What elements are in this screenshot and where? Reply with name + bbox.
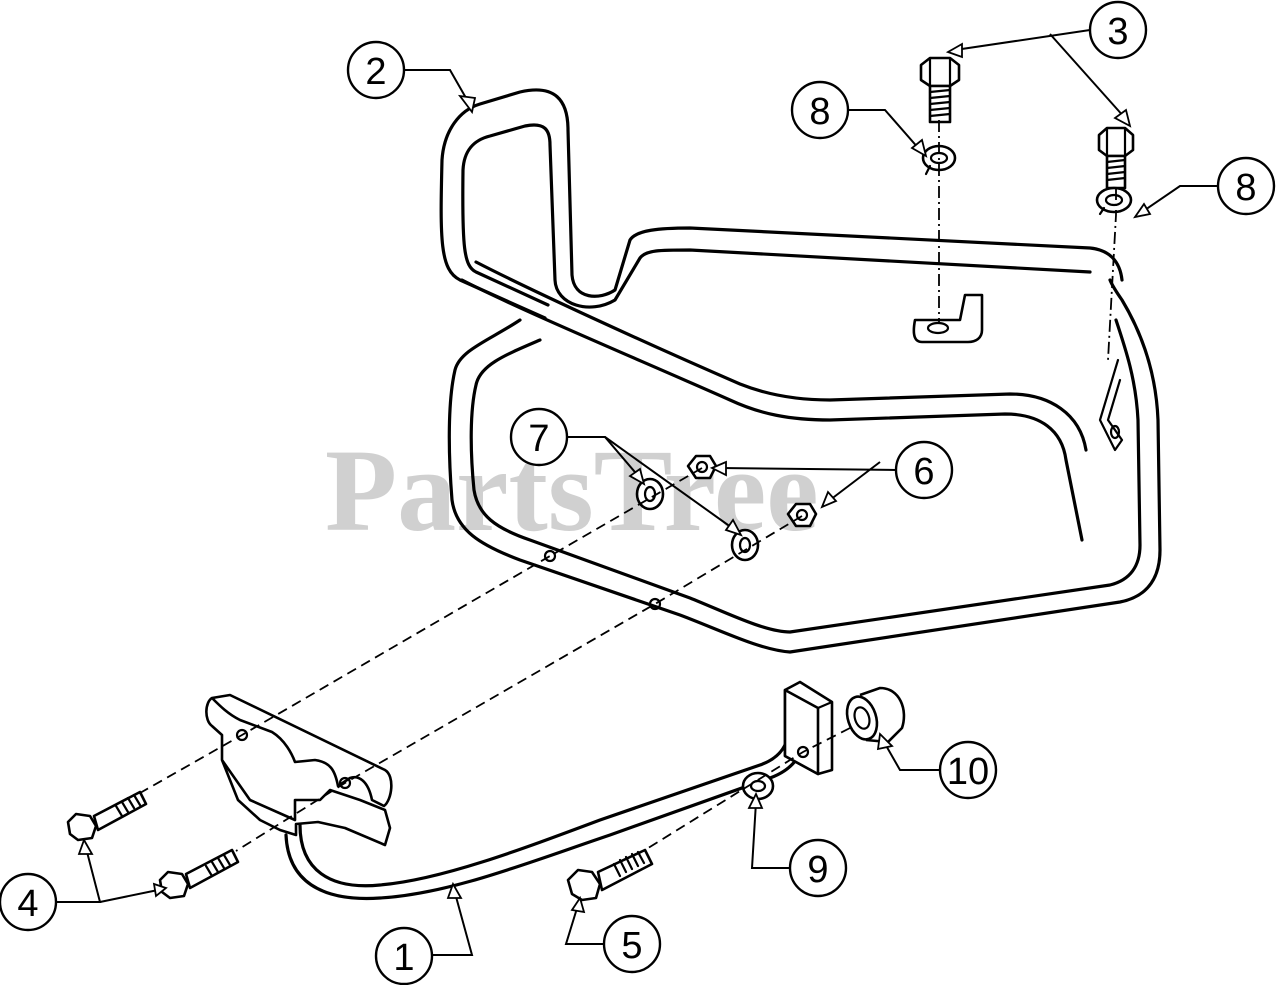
callout-4: 4 — [0, 872, 58, 932]
mounting-bracket — [912, 293, 984, 344]
bolt-part-3-left — [919, 56, 961, 124]
spacer-part-10 — [845, 686, 906, 744]
lock-washer-part-8-right — [1095, 186, 1133, 216]
callout-8-right: 8 — [1216, 156, 1276, 216]
svg-text:8: 8 — [1235, 167, 1256, 209]
svg-text:1: 1 — [393, 937, 414, 979]
lock-washer-part-7-upper — [635, 477, 665, 511]
svg-text:2: 2 — [365, 51, 386, 93]
svg-text:10: 10 — [947, 751, 989, 793]
callout-2: 2 — [346, 40, 406, 100]
assembly-lines — [139, 120, 1117, 852]
callout-5: 5 — [602, 914, 662, 974]
svg-text:6: 6 — [913, 451, 934, 493]
callout-7: 7 — [509, 407, 569, 467]
callout-3: 3 — [1088, 0, 1148, 60]
callout-10: 10 — [938, 740, 998, 800]
bolt-part-4-upper — [66, 790, 148, 842]
leader-lines — [55, 29, 1218, 956]
svg-text:9: 9 — [807, 849, 828, 891]
svg-text:5: 5 — [621, 925, 642, 967]
bumper-frame-part-2 — [439, 88, 1162, 654]
svg-text:4: 4 — [17, 883, 38, 925]
callout-9: 9 — [788, 838, 848, 898]
callout-1: 1 — [374, 926, 434, 985]
svg-text:8: 8 — [809, 91, 830, 133]
bolt-part-5 — [566, 848, 654, 902]
svg-text:3: 3 — [1107, 11, 1128, 53]
bolt-part-4-lower — [158, 848, 240, 900]
callout-8-upper-left: 8 — [790, 80, 850, 140]
callout-6: 6 — [894, 440, 954, 500]
svg-text:7: 7 — [528, 418, 549, 460]
lock-washer-part-7-lower — [730, 528, 760, 562]
bolt-part-3-right — [1097, 126, 1135, 190]
bumper-bar-part-1 — [205, 680, 834, 901]
